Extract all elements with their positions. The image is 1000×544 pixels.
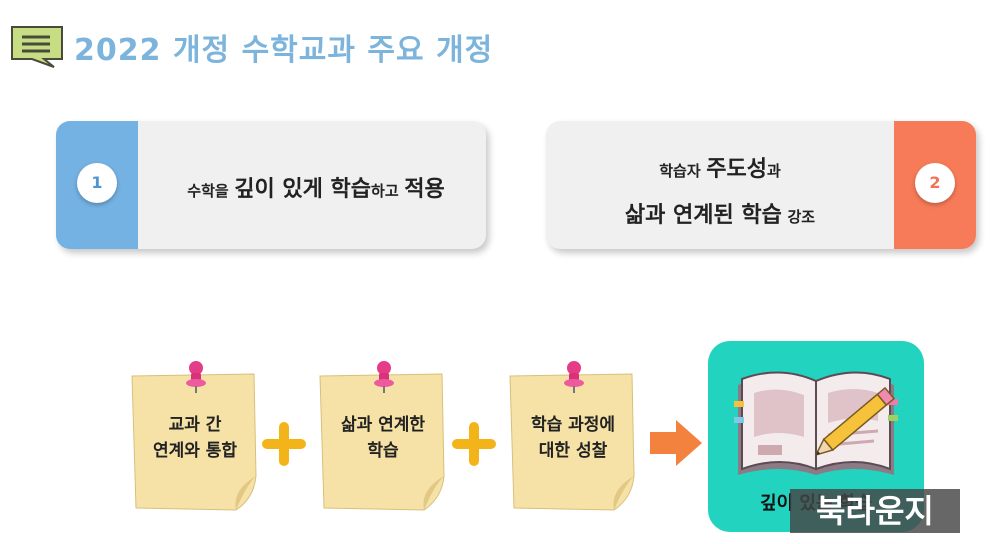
revision-card-2: 2 학습자 주도성과 삶과 연계된 학습 강조 — [546, 121, 976, 249]
note-line: 연계와 통합 — [152, 441, 238, 461]
plus-icon — [262, 422, 306, 466]
sticky-note-2: 삶과 연계한 학습 — [318, 361, 448, 511]
card-text-small: 학습자 — [659, 162, 701, 180]
sticky-note-text: 교과 간 연계와 통합 — [130, 412, 260, 464]
open-book-pencil-icon — [734, 371, 898, 475]
card-text-emphasis: 깊이 있게 학습 — [234, 177, 372, 202]
pushpin-icon — [186, 361, 206, 393]
sticky-note-text: 학습 과정에 대한 성찰 — [508, 412, 638, 464]
card-text-small: 강조 — [787, 208, 816, 226]
note-line: 삶과 연계한 — [340, 415, 426, 435]
card-text-small: 과 — [766, 162, 781, 180]
arrow-right-icon — [650, 420, 702, 466]
revision-card-1: 1 수학을 깊이 있게 학습하고 적용 — [56, 121, 486, 249]
speech-bubble-list-icon — [11, 26, 63, 68]
note-line: 학습 — [367, 441, 399, 461]
card-number-badge: 2 — [915, 163, 955, 203]
plus-icon — [452, 422, 496, 466]
watermark: 북라운지 — [790, 489, 960, 533]
pushpin-icon — [374, 361, 394, 393]
note-line: 대한 성찰 — [538, 441, 608, 461]
card-text-emphasis: 주도성 — [706, 157, 767, 182]
note-line: 교과 간 — [168, 415, 222, 435]
sticky-note-1: 교과 간 연계와 통합 — [130, 361, 260, 511]
pushpin-icon — [564, 361, 584, 393]
card-text-emphasis: 삶과 연계된 학습 — [624, 203, 782, 228]
card-text-emphasis: 적용 — [404, 177, 445, 202]
card-text-small: 수학을 — [187, 182, 229, 200]
card-text-small: 하고 — [371, 182, 399, 200]
page-title-bar: 2022 개정 수학교과 주요 개정 — [10, 22, 493, 72]
card-1-text: 수학을 깊이 있게 학습하고 적용 — [156, 171, 476, 203]
note-line: 학습 과정에 — [530, 415, 616, 435]
card-2-line-1: 학습자 주도성과 — [546, 151, 894, 183]
sticky-note-3: 학습 과정에 대한 성찰 — [508, 361, 638, 511]
page-title: 2022 개정 수학교과 주요 개정 — [74, 33, 494, 68]
card-2-line-2: 삶과 연계된 학습 강조 — [546, 197, 894, 229]
sticky-note-text: 삶과 연계한 학습 — [318, 412, 448, 464]
card-number-badge: 1 — [77, 163, 117, 203]
